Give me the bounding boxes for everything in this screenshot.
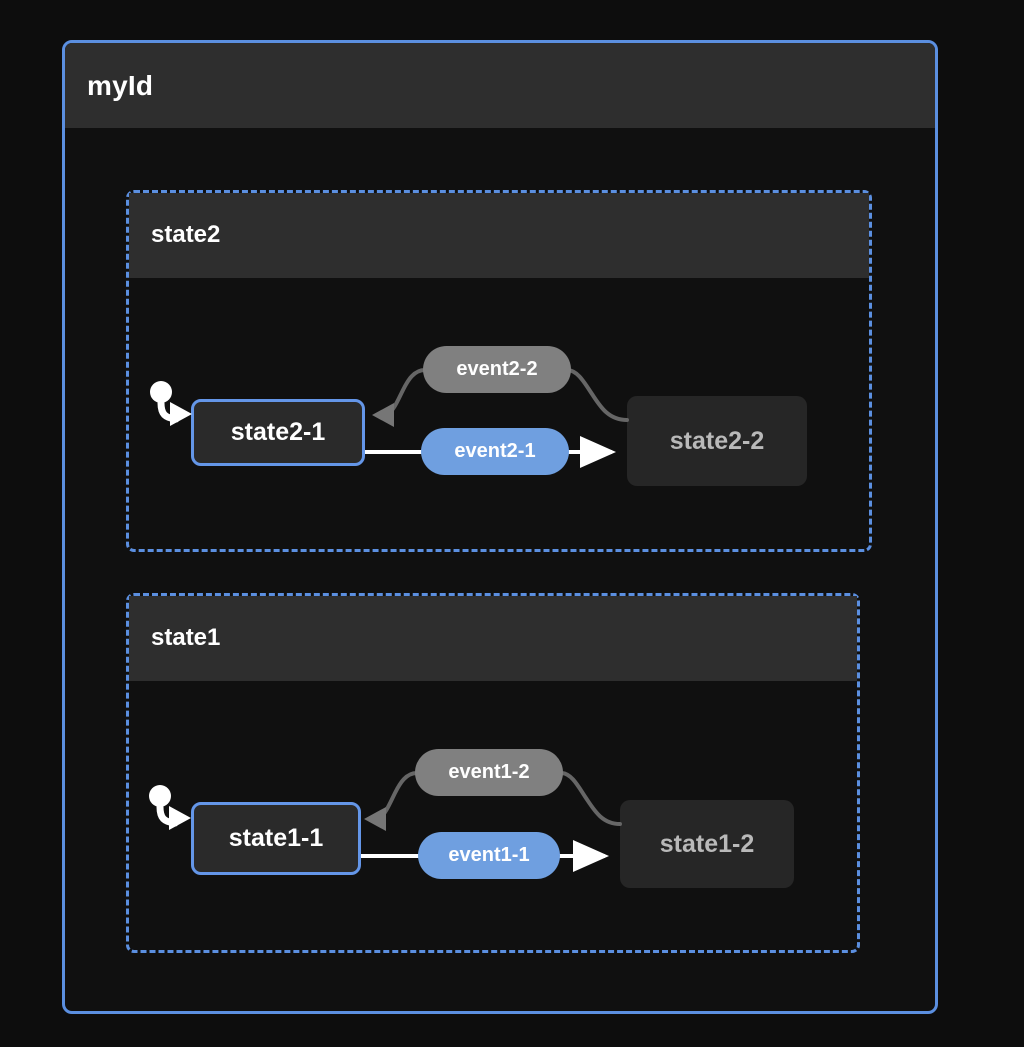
transition-label-event1-1[interactable]: event1-1 <box>418 832 560 879</box>
node-state2-1-label: state2-1 <box>230 418 326 446</box>
transition-label-event1-2-text: event1-2 <box>448 761 530 783</box>
node-state2-2-label: state2-2 <box>669 426 765 455</box>
cluster-state1[interactable]: state1 <box>126 593 860 953</box>
cluster-state1-header-band <box>129 596 857 681</box>
node-state1-1[interactable]: state1-1 <box>191 802 361 875</box>
node-state1-2[interactable]: state1-2 <box>620 800 794 888</box>
node-state1-2-label: state1-2 <box>659 829 755 858</box>
node-state1-1-label: state1-1 <box>228 824 324 852</box>
node-state2-2[interactable]: state2-2 <box>627 396 807 486</box>
transition-label-event1-1-text: event1-1 <box>448 844 530 866</box>
page-title: myId <box>87 70 154 101</box>
node-state2-1[interactable]: state2-1 <box>191 399 365 466</box>
transition-label-event2-2-text: event2-2 <box>456 358 538 380</box>
cluster-state1-title: state1 <box>151 624 221 651</box>
cluster-state2-header-band <box>129 193 869 278</box>
transition-label-event2-2[interactable]: event2-2 <box>423 346 571 393</box>
transition-label-event1-2[interactable]: event1-2 <box>415 749 563 796</box>
transition-label-event2-1-text: event2-1 <box>454 440 536 462</box>
transition-label-event2-1[interactable]: event2-1 <box>421 428 569 475</box>
cluster-state2-title: state2 <box>151 221 221 248</box>
root-header-band <box>65 43 935 128</box>
